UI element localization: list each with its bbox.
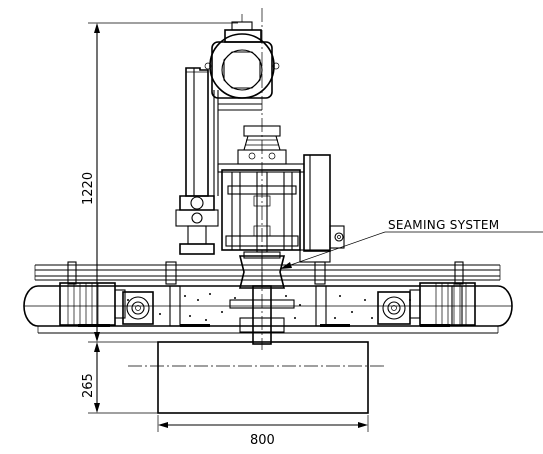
conveyor-posts: [67, 261, 464, 327]
seaming-station: [217, 125, 345, 345]
callout-seaming-system: SEAMING SYSTEM: [280, 218, 543, 269]
dimension-height-base: 265: [81, 342, 160, 414]
frame-bolts: [127, 293, 411, 321]
left-motor: [59, 282, 154, 326]
dimension-width-base: 800: [157, 415, 369, 448]
dimension-label-1220: 1220: [81, 172, 96, 205]
machine-base: [128, 341, 384, 414]
dimension-label-265: 265: [81, 373, 96, 398]
dimension-height-total: 1220: [81, 22, 238, 343]
dimension-label-800: 800: [250, 433, 275, 448]
callout-label-seaming-system: SEAMING SYSTEM: [388, 218, 499, 232]
top-hopper: [204, 14, 280, 99]
conveyor-rails: [34, 264, 501, 281]
right-motor: [377, 282, 476, 326]
feed-chute: [175, 67, 262, 255]
